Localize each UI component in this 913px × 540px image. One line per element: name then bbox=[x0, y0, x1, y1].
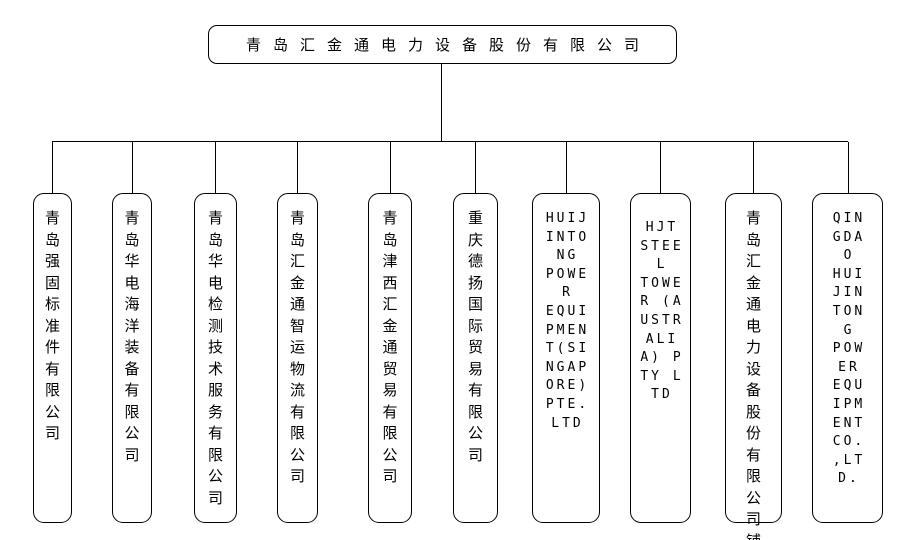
subsidiary-name: 青 岛 汇 金 通 智 运 物 流 有 限 公 司 bbox=[289, 209, 305, 485]
connector-child-1 bbox=[52, 142, 53, 193]
connector-child-10 bbox=[848, 142, 849, 193]
subsidiary-name: 重 庆 德 扬 国 际 贸 易 有 限 公 司 bbox=[467, 209, 483, 464]
subsidiary-name: 青 岛 津 西 汇 金 通 贸 易 有 限 公 司 bbox=[382, 209, 398, 485]
connector-child-4 bbox=[297, 142, 298, 193]
connector-child-9 bbox=[753, 142, 754, 193]
connector-child-8 bbox=[660, 142, 661, 193]
subsidiary-name: QIN GDA O HUI JIN TON G POW ER EQU IPM E… bbox=[832, 211, 866, 487]
connector-child-2 bbox=[132, 142, 133, 193]
subsidiary-box-singapore: HUIJ INTO NG POWE R EQUI PMEN T(SI NGAP … bbox=[532, 193, 600, 523]
subsidiary-box-zhiyun-logistics: 青 岛 汇 金 通 智 运 物 流 有 限 公 司 bbox=[277, 193, 318, 523]
subsidiary-box-puji-branch: 青岛 汇金 通电 力设 备股 份有 限公 司铺 集分 公司 bbox=[725, 193, 782, 540]
connector-child-5 bbox=[390, 142, 391, 193]
root-company-box: 青岛汇金通电力设备股份有限公司 bbox=[208, 25, 677, 64]
subsidiary-name: HJT STEE L TOWE R (A USTR ALI A) P TY L … bbox=[640, 220, 684, 403]
subsidiary-name: HUIJ INTO NG POWE R EQUI PMEN T(SI NGAP … bbox=[545, 211, 590, 431]
subsidiary-box-australia: HJT STEE L TOWE R (A USTR ALI A) P TY L … bbox=[630, 193, 691, 523]
subsidiary-name: 青岛 汇金 通电 力设 备股 份有 限公 司铺 集分 公司 bbox=[745, 209, 774, 540]
subsidiary-box-deyang-trade: 重 庆 德 扬 国 际 贸 易 有 限 公 司 bbox=[453, 193, 498, 523]
connector-root-stem bbox=[441, 64, 442, 142]
subsidiary-box-jinxi-trading: 青 岛 津 西 汇 金 通 贸 易 有 限 公 司 bbox=[368, 193, 412, 523]
subsidiary-box-huadian-marine: 青 岛 华 电 海 洋 装 备 有 限 公 司 bbox=[112, 193, 152, 523]
subsidiary-box-qianggu-fasteners: 青 岛 强 固 标 准 件 有 限 公 司 bbox=[33, 193, 72, 523]
root-company-name: 青岛汇金通电力设备股份有限公司 bbox=[245, 36, 651, 54]
connector-child-7 bbox=[566, 142, 567, 193]
subsidiary-name: 青 岛 华 电 检 测 技 术 服 务 有 限 公 司 bbox=[207, 209, 223, 507]
subsidiary-box-huadian-testing: 青 岛 华 电 检 测 技 术 服 务 有 限 公 司 bbox=[194, 193, 237, 523]
subsidiary-box-qingdao-huijintong-en: QIN GDA O HUI JIN TON G POW ER EQU IPM E… bbox=[812, 193, 883, 523]
connector-child-6 bbox=[475, 142, 476, 193]
connector-child-3 bbox=[215, 142, 216, 193]
subsidiary-name: 青 岛 强 固 标 准 件 有 限 公 司 bbox=[44, 209, 60, 442]
connector-horizontal-bus bbox=[52, 141, 848, 142]
subsidiary-name: 青 岛 华 电 海 洋 装 备 有 限 公 司 bbox=[124, 209, 140, 464]
